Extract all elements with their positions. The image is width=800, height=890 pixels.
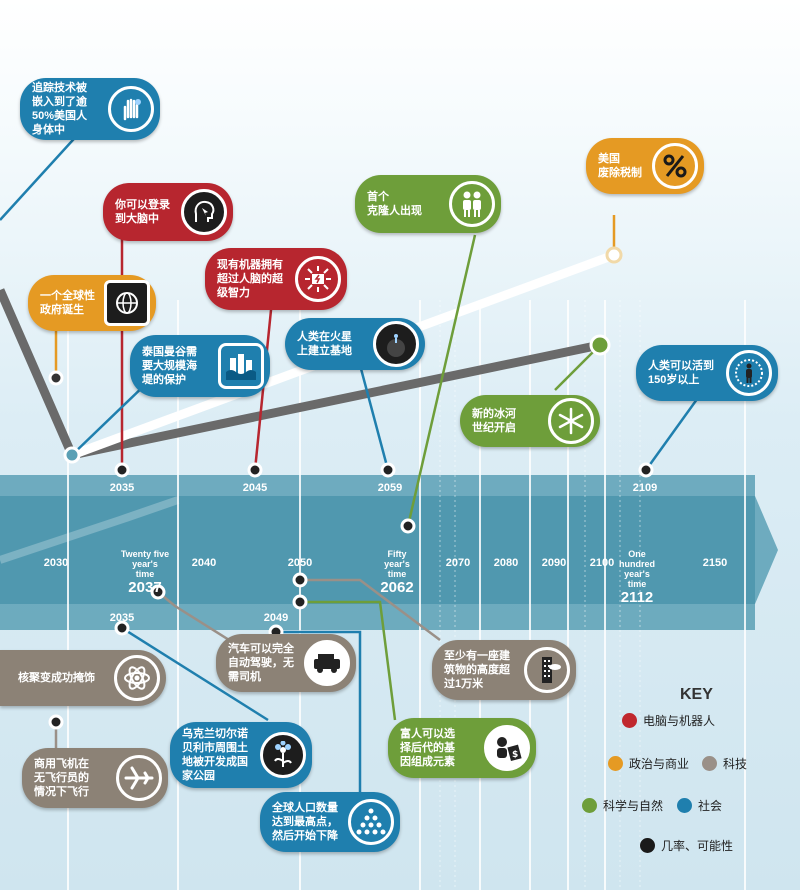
year-label: 2080: [493, 557, 519, 569]
car-icon: [304, 640, 350, 686]
event-gene-selection: 富人可以选 择后代的基 因组成元素 $: [388, 718, 536, 778]
year-label: 2109: [632, 482, 658, 494]
event-nuclear-fusion: 核聚变成功掩饰: [0, 650, 166, 706]
year-label: 2059: [377, 482, 403, 494]
year-label: 2150: [702, 557, 728, 569]
legend-item: 电脑与机器人: [622, 712, 715, 729]
head-cursor-icon: [181, 189, 227, 235]
legend-title: KEY: [680, 686, 713, 703]
clock-person-icon: [726, 350, 772, 396]
snowflake-icon: [548, 398, 594, 444]
event-income-tax-abolished: 美国 废除税制: [586, 138, 704, 194]
flood-city-icon: [218, 343, 264, 389]
svg-text:$: $: [512, 750, 518, 760]
year-label: 2050: [287, 557, 313, 569]
people-icon: [449, 181, 495, 227]
year-label: 2035: [109, 482, 135, 494]
year-label: 2030: [43, 557, 69, 569]
hand-icon: [108, 86, 154, 132]
legend-item: 政治与商业: [608, 755, 689, 772]
event-brain-login: 你可以登录 到大脑中: [103, 183, 233, 241]
event-self-driving-cars: 汽车可以完全 自动驾驶，无 需司机: [216, 634, 356, 692]
event-superintelligence: 现有机器拥有 超过人脑的超 级智力: [205, 248, 347, 310]
atom-icon: [114, 655, 160, 701]
event-ice-age: 新的冰河 世纪开启: [460, 395, 600, 447]
year-label: 2035: [109, 612, 135, 624]
skyscraper-icon: [524, 647, 570, 693]
chip-icon: [295, 256, 341, 302]
planet-icon: [373, 321, 419, 367]
year-label: 2100: [589, 557, 615, 569]
year-label: 2049: [263, 612, 289, 624]
event-first-clone: 首个 克隆人出现: [355, 175, 501, 233]
event-tracking: 追踪技术被 嵌入到了逾 50%美国人 身体中: [20, 78, 160, 140]
percent-icon: [652, 143, 698, 189]
year-label: 2070: [445, 557, 471, 569]
population-pyramid-icon: [348, 799, 394, 845]
event-bangkok-seawall: 泰国曼谷需 要大规模海 堤的保护: [130, 335, 270, 397]
flower-icon: [260, 732, 306, 778]
year-label: 2090: [541, 557, 567, 569]
event-skyscraper-10000m: 至少有一座建 筑物的高度超 过1万米: [432, 640, 576, 700]
event-population-peak: 全球人口数量 达到最高点， 然后开始下降: [260, 792, 400, 852]
event-mars-base: 人类在火星 上建立基地: [285, 318, 425, 370]
year-label: 2045: [242, 482, 268, 494]
airplane-icon: [116, 755, 162, 801]
event-live-150: 人类可以活到 150岁以上: [636, 345, 778, 401]
legend-item: 科技: [702, 755, 747, 772]
event-chernobyl-park: 乌克兰切尔诺 贝利市周围土 地被开发成国 家公园: [170, 722, 312, 788]
globe-icon: [104, 280, 150, 326]
event-global-government: 一个全球性 政府诞生: [28, 275, 156, 331]
legend-item: 社会: [677, 797, 722, 814]
event-pilotless-flight: 商用飞机在 无飞行员的 情况下飞行: [22, 748, 168, 808]
baby-money-icon: $: [484, 725, 530, 771]
legend-item: 几率、可能性: [640, 837, 733, 854]
year-label: 2040: [191, 557, 217, 569]
legend-item: 科学与自然: [582, 797, 663, 814]
